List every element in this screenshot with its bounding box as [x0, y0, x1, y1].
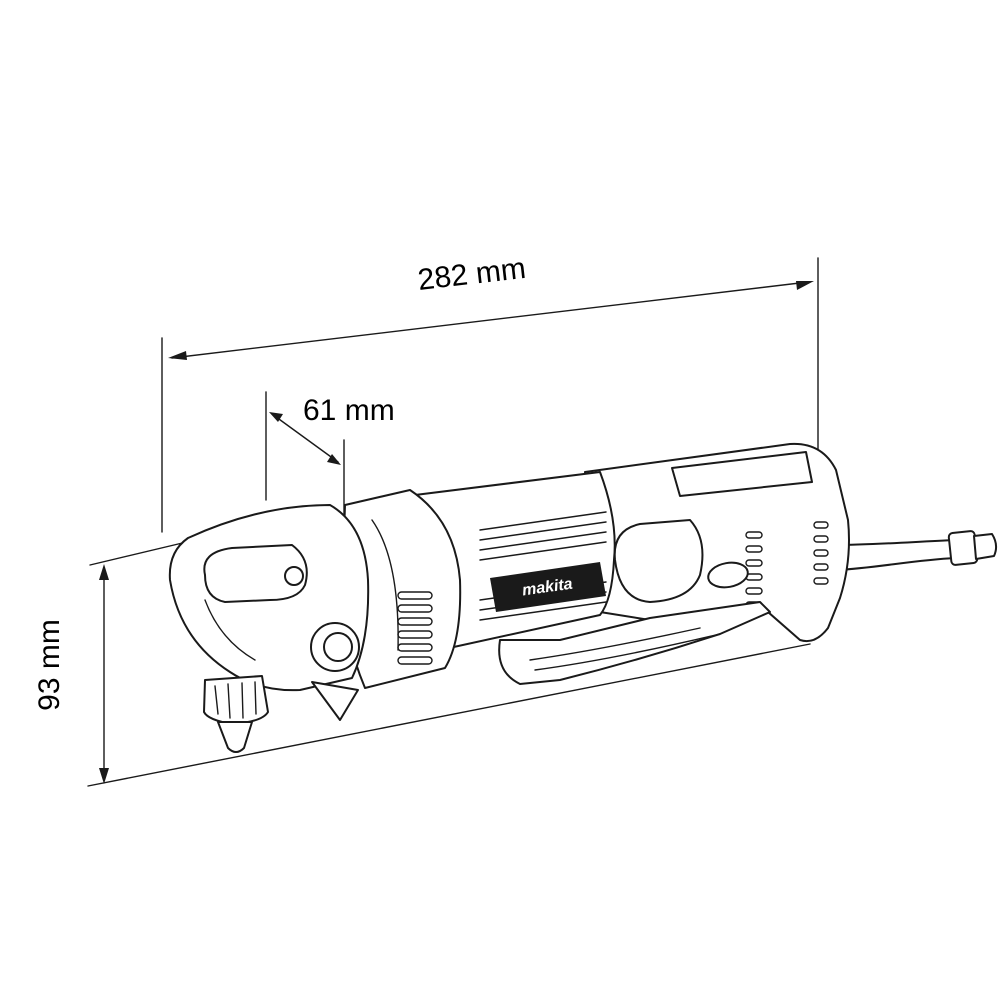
- head-length-label: 61 mm: [303, 394, 395, 427]
- makita-logo: makita: [490, 562, 606, 612]
- dimension-line-length: [171, 281, 809, 359]
- extension-line-top: [89, 539, 196, 566]
- motor-housing: makita: [414, 471, 749, 651]
- head-grip-recess: [203, 544, 308, 603]
- handle-grip-recess: [613, 519, 704, 603]
- arrowhead-left: [168, 351, 187, 360]
- trigger-switch: [498, 601, 771, 685]
- arrowhead-head-left: [269, 412, 283, 422]
- chuck-tip: [217, 721, 253, 753]
- power-cord: [834, 530, 998, 571]
- head-foot: [311, 681, 359, 721]
- lock-button: [707, 561, 749, 589]
- top-panel: [671, 451, 813, 497]
- dimension-head-length: [265, 391, 345, 621]
- dimension-overall-length: [161, 257, 819, 533]
- arrowhead-bottom: [99, 768, 109, 784]
- side-handle-socket-inner: [323, 632, 353, 662]
- cord-end: [973, 533, 998, 560]
- arrowhead-head-right: [327, 454, 341, 465]
- rear-vents: [745, 521, 829, 609]
- makita-logo-text: makita: [521, 576, 574, 600]
- arrowhead-top: [99, 564, 109, 580]
- arrowhead-right: [796, 281, 814, 290]
- height-label: 93 mm: [33, 619, 66, 711]
- head-screw: [284, 566, 304, 586]
- rear-handle: [584, 442, 850, 643]
- extension-line-bottom: [87, 643, 811, 787]
- dimension-height: [87, 539, 811, 787]
- angle-head: [168, 504, 370, 721]
- drill-chuck: [203, 675, 269, 753]
- dimension-line-head: [271, 413, 339, 463]
